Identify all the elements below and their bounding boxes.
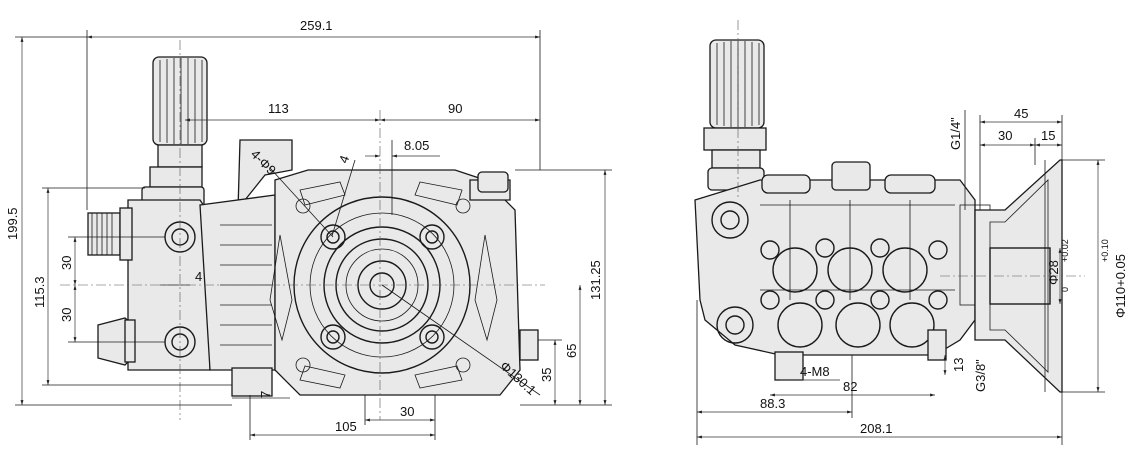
dim-7: 7 — [258, 391, 273, 398]
dim-88-3: 88.3 — [760, 396, 785, 411]
dim-65: 65 — [564, 344, 579, 358]
dim-phi28: Φ28 — [1046, 260, 1061, 285]
dim-35: 35 — [539, 368, 554, 382]
side-dimensions: G1/4" 45 30 15 Φ28 +0.02 0 Φ110+0.05 +0.… — [696, 106, 1128, 445]
dim-30-side: 30 — [998, 128, 1012, 143]
front-centerlines — [60, 40, 545, 420]
dim-phi110-tol: +0.10 — [1100, 239, 1110, 262]
dim-105: 105 — [335, 419, 357, 434]
front-view: 259.1 113 90 8.05 4 4-Φ9 199.5 115.3 — [5, 18, 612, 440]
side-centerlines — [737, 20, 1085, 277]
dim-phi28-tol-lo: 0 — [1060, 287, 1070, 292]
crankcase — [199, 139, 539, 397]
side-knob — [703, 39, 767, 191]
dim-8-05: 8.05 — [404, 138, 429, 153]
dim-30-upper: 30 — [59, 256, 74, 270]
dim-113: 113 — [268, 101, 289, 116]
dim-30-lower: 30 — [59, 308, 74, 322]
dim-131-25: 131.25 — [588, 260, 603, 300]
mounting-holes — [295, 198, 471, 373]
dim-45: 45 — [1014, 106, 1028, 121]
side-view: G1/4" 45 30 15 Φ28 +0.02 0 Φ110+0.05 +0.… — [694, 20, 1128, 445]
dim-82: 82 — [843, 379, 857, 394]
dim-13: 13 — [951, 358, 966, 372]
side-body — [694, 161, 991, 381]
dim-4-m8: 4-M8 — [800, 364, 830, 379]
dim-phi110: Φ110+0.05 — [1113, 254, 1128, 318]
dim-15: 15 — [1041, 128, 1055, 143]
dim-small-4: 4 — [195, 269, 202, 284]
dim-angle-4: 4 — [336, 153, 353, 165]
dim-208-1: 208.1 — [860, 421, 893, 436]
pressure-knob — [141, 56, 208, 208]
dim-199-5: 199.5 — [5, 207, 20, 240]
dim-90: 90 — [448, 101, 462, 116]
dim-259-1: 259.1 — [300, 18, 333, 33]
dim-115-3: 115.3 — [32, 276, 47, 308]
dim-30-bottom: 30 — [400, 404, 414, 419]
dim-g1-4: G1/4" — [948, 117, 963, 150]
dim-phi28-tol-hi: +0.02 — [1060, 239, 1070, 262]
dim-g3-8: G3/8" — [973, 359, 988, 392]
